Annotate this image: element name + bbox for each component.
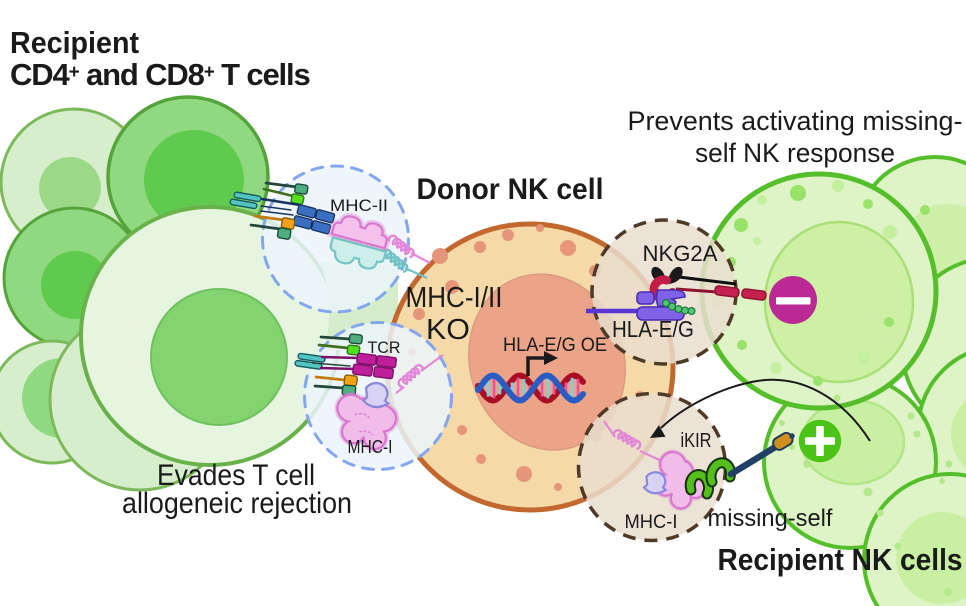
svg-text:missing-self: missing-self [708, 505, 833, 532]
svg-text:MHC-I: MHC-I [625, 512, 678, 533]
svg-text:TCR: TCR [368, 338, 401, 357]
svg-text:Prevents activating missing-: Prevents activating missing- [628, 106, 963, 136]
svg-text:Evades T cell: Evades T cell [157, 459, 315, 492]
svg-text:CD4+ and CD8+ T cells: CD4+ and CD8+ T cells [10, 57, 310, 92]
svg-text:allogeneic rejection: allogeneic rejection [122, 487, 352, 520]
svg-text:NKG2A: NKG2A [643, 241, 718, 266]
svg-text:iKIR: iKIR [681, 430, 712, 452]
svg-text:self NK response: self NK response [695, 138, 895, 168]
svg-text:HLA-E/G: HLA-E/G [612, 316, 694, 342]
svg-text:KO: KO [426, 314, 470, 346]
svg-text:MHC-I/II: MHC-I/II [406, 282, 503, 314]
svg-text:HLA-E/G OE: HLA-E/G OE [503, 335, 607, 356]
svg-text:MHC-I: MHC-I [348, 437, 393, 457]
svg-text:Recipient: Recipient [10, 25, 139, 60]
svg-text:Donor NK cell: Donor NK cell [417, 173, 604, 206]
svg-text:Recipient NK cells: Recipient NK cells [718, 542, 963, 577]
svg-text:MHC-II: MHC-II [330, 196, 388, 215]
